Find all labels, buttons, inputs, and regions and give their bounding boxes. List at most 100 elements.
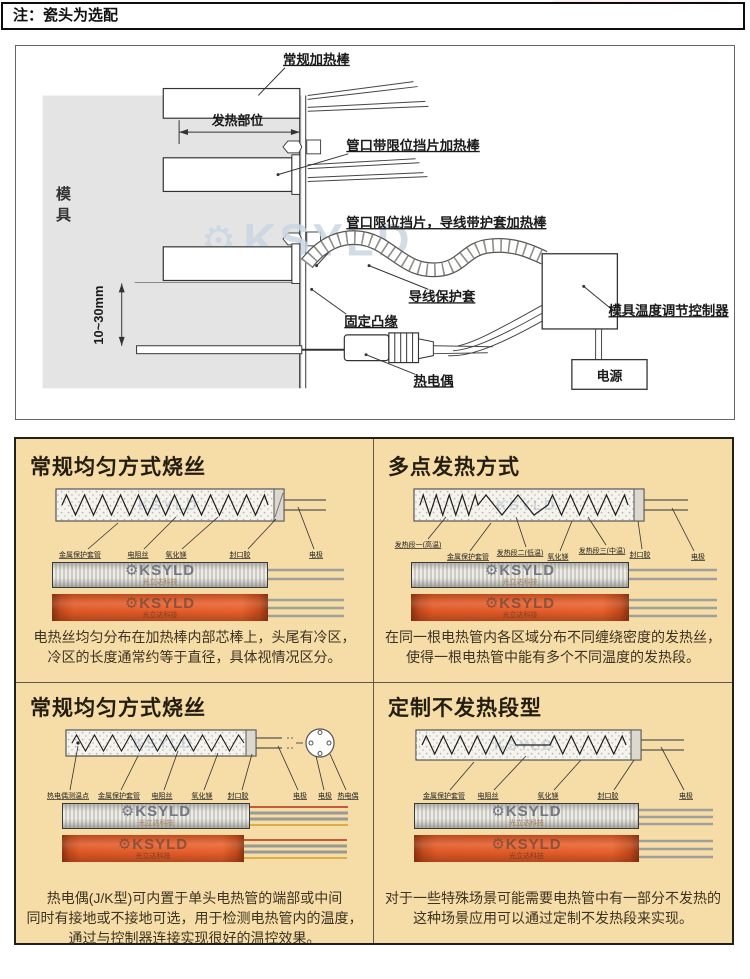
lead-wires (629, 598, 717, 618)
gear-icon: ⚙ (484, 562, 500, 579)
svg-text:氧化镁: 氧化镁 (538, 791, 559, 800)
svg-text:KSYLD: KSYLD (496, 497, 557, 514)
svg-text:热电偶: 热电偶 (338, 791, 359, 800)
lead-wires (268, 568, 344, 580)
svg-text:电极: 电极 (679, 791, 693, 800)
power-box: 电源 (571, 328, 648, 390)
svg-text:热电偶: 热电偶 (414, 372, 454, 388)
svg-text:金属保护套管: 金属保护套管 (59, 550, 101, 559)
svg-text:模具温度调节控制器: 模具温度调节控制器 (608, 302, 729, 318)
panel-description: 在同一根电热管内各区域分布不同缠绕密度的发热丝， 使得一根电热管中能有多个不同温… (385, 629, 721, 665)
panel-title: 多点发热方式 (388, 456, 520, 479)
svg-text:电阻丝: 电阻丝 (128, 550, 149, 559)
svg-text:发热段二(低温): 发热段二(低温) (497, 548, 544, 557)
svg-text:发热段三(中温): 发热段三(中温) (579, 546, 626, 555)
svg-text:封口胶: 封口胶 (630, 550, 651, 559)
svg-text:发热部位: 发热部位 (211, 113, 264, 128)
lead-wires (639, 808, 713, 825)
heater-structure-diagram: KSYLD 金属保护套管 电阻丝 氧化镁 封口胶 电极 (415, 729, 693, 800)
svg-text:10~30mm: 10~30mm (91, 286, 106, 345)
wire-sleeve-conduit (300, 230, 548, 278)
panel-title: 定制不发热段型 (388, 697, 542, 720)
svg-text:氧化镁: 氧化镁 (548, 552, 569, 561)
temperature-controller (448, 253, 619, 357)
svg-text:管口限位挡片，导线带护套加热棒: 管口限位挡片，导线带护套加热棒 (346, 214, 547, 230)
gear-icon: ⚙ (124, 595, 140, 612)
panel-description: 热电偶(J/K型)可内置于单头电热管的端部或中间 同时有接地或不接地可选，用于检… (26, 890, 363, 943)
regular-heating-rod (162, 81, 429, 119)
svg-text:封口胶: 封口胶 (598, 791, 619, 800)
heater-structure-diagram: KSYLD 金属保护套管 电阻丝 氧化镁 封口胶 电极 (55, 488, 326, 559)
heating-zone-dimension: 发热部位 (178, 113, 300, 144)
mounting-screw-bottom (282, 231, 322, 247)
gear-icon: ⚙ (120, 803, 136, 820)
lead-wires (639, 839, 713, 859)
panel-description: 电热丝均匀分布在加热棒内部芯棒上，头尾有冷区， 冷区的长度通常约等于直径，具体视… (33, 629, 356, 665)
svg-text:发热段一(高温): 发热段一(高温) (395, 540, 442, 549)
label-regular-rod: 常规加热棒 (257, 51, 350, 96)
resistance-wire-coil (421, 734, 627, 756)
connector-end-view (296, 728, 335, 758)
resistance-wire-coil (71, 733, 245, 753)
resistance-wire-coil (419, 492, 629, 517)
gear-icon: ⚙ (491, 803, 506, 820)
lead-wires (244, 839, 347, 859)
label-thermocouple: 热电偶 (364, 353, 454, 388)
svg-text:电极: 电极 (293, 791, 307, 800)
note-bar: 注：瓷头为选配 (1, 2, 745, 30)
panel-regular-uniform-2: 常规均匀方式烧丝 KSYLD (16, 683, 374, 943)
lead-wires (250, 805, 348, 826)
label-rod-stop: 管口带限位挡片加热棒 (276, 137, 480, 177)
heater-structure-diagram: KSYLD 发热段一(高温) 金属保护套管 发热段二(低温) 氧化镁 发热段三(… (395, 488, 705, 561)
panel-regular-uniform-1: 常规均匀方式烧丝 KSYLD 金属保护套管 电阻丝 氧化镁 封口胶 电极 (16, 439, 374, 683)
rod-with-stop-washer (162, 154, 428, 195)
panel-title: 常规均匀方式烧丝 (30, 697, 206, 720)
svg-text:金属保护套管: 金属保护套管 (98, 791, 140, 800)
gear-icon: ⚙ (124, 562, 140, 579)
mounting-screw-top (282, 139, 322, 155)
svg-text:氧化镁: 氧化镁 (192, 791, 213, 800)
panel-grid: 常规均匀方式烧丝 KSYLD 金属保护套管 电阻丝 氧化镁 封口胶 电极 (14, 437, 734, 945)
svg-text:KSYLD: KSYLD (138, 497, 199, 514)
svg-text:管口带限位挡片加热棒: 管口带限位挡片加热棒 (346, 137, 480, 153)
panel-description: 对于一些特殊场景可能需要电热管中有一部分不发热的 这种场景应用可以通过定制不发热… (385, 890, 721, 926)
svg-text:电阻丝: 电阻丝 (478, 791, 499, 800)
heater-structure-diagram: KSYLD (47, 728, 359, 800)
label-wire-sleeve: 导线保护套 (367, 264, 476, 304)
gear-icon: ⚙ (117, 836, 133, 853)
resistance-wire-coil (61, 493, 269, 517)
svg-text:氧化镁: 氧化镁 (166, 550, 187, 559)
panel-custom-no-heat: 定制不发热段型 KSYLD 金属保护套管 电阻丝 氧化镁 封口胶 电极 (374, 683, 732, 943)
svg-text:封口胶: 封口胶 (230, 550, 251, 559)
label-fixing-flange: 固定凸缘 (310, 287, 398, 329)
svg-text:热电偶测温点: 热电偶测温点 (47, 791, 89, 800)
lead-wires (268, 598, 344, 618)
thermocouple-probe (136, 332, 493, 364)
svg-text:导线保护套: 导线保护套 (409, 288, 476, 304)
svg-text:金属保护套管: 金属保护套管 (423, 791, 465, 800)
svg-text:KSYLD: KSYLD (133, 735, 194, 752)
label-controller: 模具温度调节控制器 (582, 284, 729, 318)
installation-diagram-svg: 常规加热棒 发热部位 (42, 51, 729, 390)
svg-text:常规加热棒: 常规加热棒 (283, 51, 350, 67)
svg-text:电极: 电极 (318, 791, 332, 800)
depth-dimension: 10~30mm (91, 283, 125, 346)
svg-text:电极: 电极 (309, 550, 323, 559)
